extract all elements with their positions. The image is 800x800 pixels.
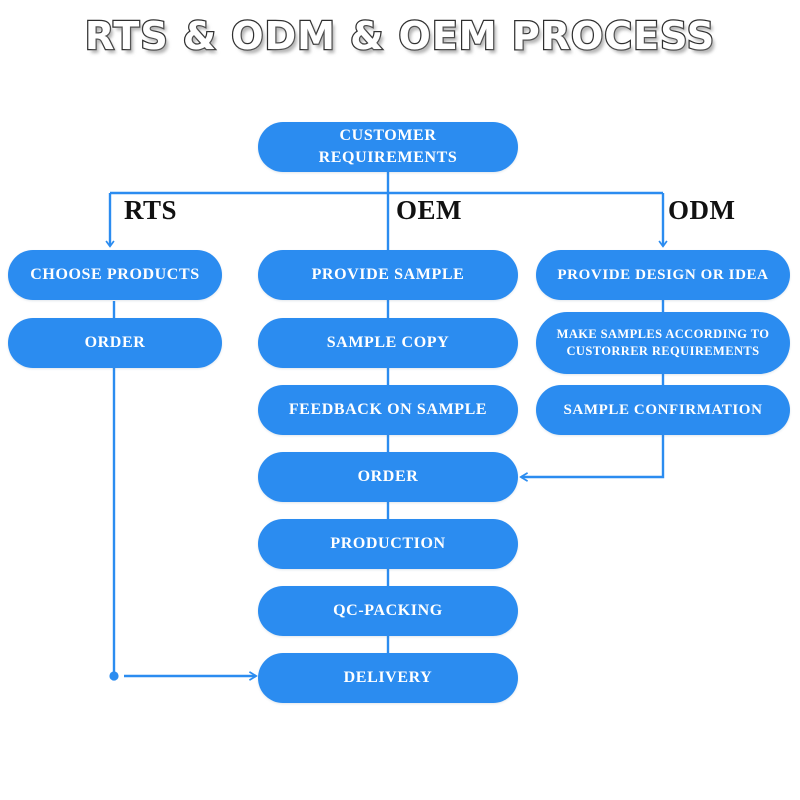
node-label: SAMPLE CONFIRMATION xyxy=(563,401,763,418)
node-customer-requirements[interactable]: CUSTOMER REQUIREMENTS xyxy=(258,122,518,172)
node-qc-packing[interactable]: QC-PACKING xyxy=(258,586,518,636)
page-title: RTS & ODM & OEM PROCESS xyxy=(84,13,716,60)
node-label: SAMPLE COPY xyxy=(326,334,450,352)
branch-label-oem: OEM xyxy=(396,195,462,225)
branch-label-odm: ODM xyxy=(668,195,736,225)
node-label: FEEDBACK ON SAMPLE xyxy=(288,401,488,419)
node-provide-sample[interactable]: PROVIDE SAMPLE xyxy=(258,250,518,300)
node-label: MAKE SAMPLES ACCORDING TO CUSTORRER REQU… xyxy=(556,327,770,358)
branch-label-rts: RTS xyxy=(124,195,178,225)
node-label: PROVIDE DESIGN OR IDEA xyxy=(557,266,769,283)
node-make-samples[interactable]: MAKE SAMPLES ACCORDING TO CUSTORRER REQU… xyxy=(536,312,790,374)
node-label: DELIVERY xyxy=(343,669,433,687)
node-label: CHOOSE PRODUCTS xyxy=(30,266,200,284)
node-oem-order[interactable]: ORDER xyxy=(258,452,518,502)
node-label: ORDER xyxy=(84,334,146,352)
node-rts-order[interactable]: ORDER xyxy=(8,318,222,368)
node-production[interactable]: PRODUCTION xyxy=(258,519,518,569)
node-label: QC-PACKING xyxy=(333,602,443,620)
node-sample-copy[interactable]: SAMPLE COPY xyxy=(258,318,518,368)
node-label: CUSTOMER REQUIREMENTS xyxy=(318,127,458,166)
node-choose-products[interactable]: CHOOSE PRODUCTS xyxy=(8,250,222,300)
node-label: PRODUCTION xyxy=(330,535,446,553)
node-feedback-on-sample[interactable]: FEEDBACK ON SAMPLE xyxy=(258,385,518,435)
wire-odm-merge-to-order xyxy=(521,435,665,477)
node-label: PROVIDE SAMPLE xyxy=(311,266,465,284)
node-provide-design-or-idea[interactable]: PROVIDE DESIGN OR IDEA xyxy=(536,250,790,300)
node-delivery[interactable]: DELIVERY xyxy=(258,653,518,703)
node-label: ORDER xyxy=(357,468,419,486)
node-sample-confirmation[interactable]: SAMPLE CONFIRMATION xyxy=(536,385,790,435)
junction-dot xyxy=(109,671,119,681)
